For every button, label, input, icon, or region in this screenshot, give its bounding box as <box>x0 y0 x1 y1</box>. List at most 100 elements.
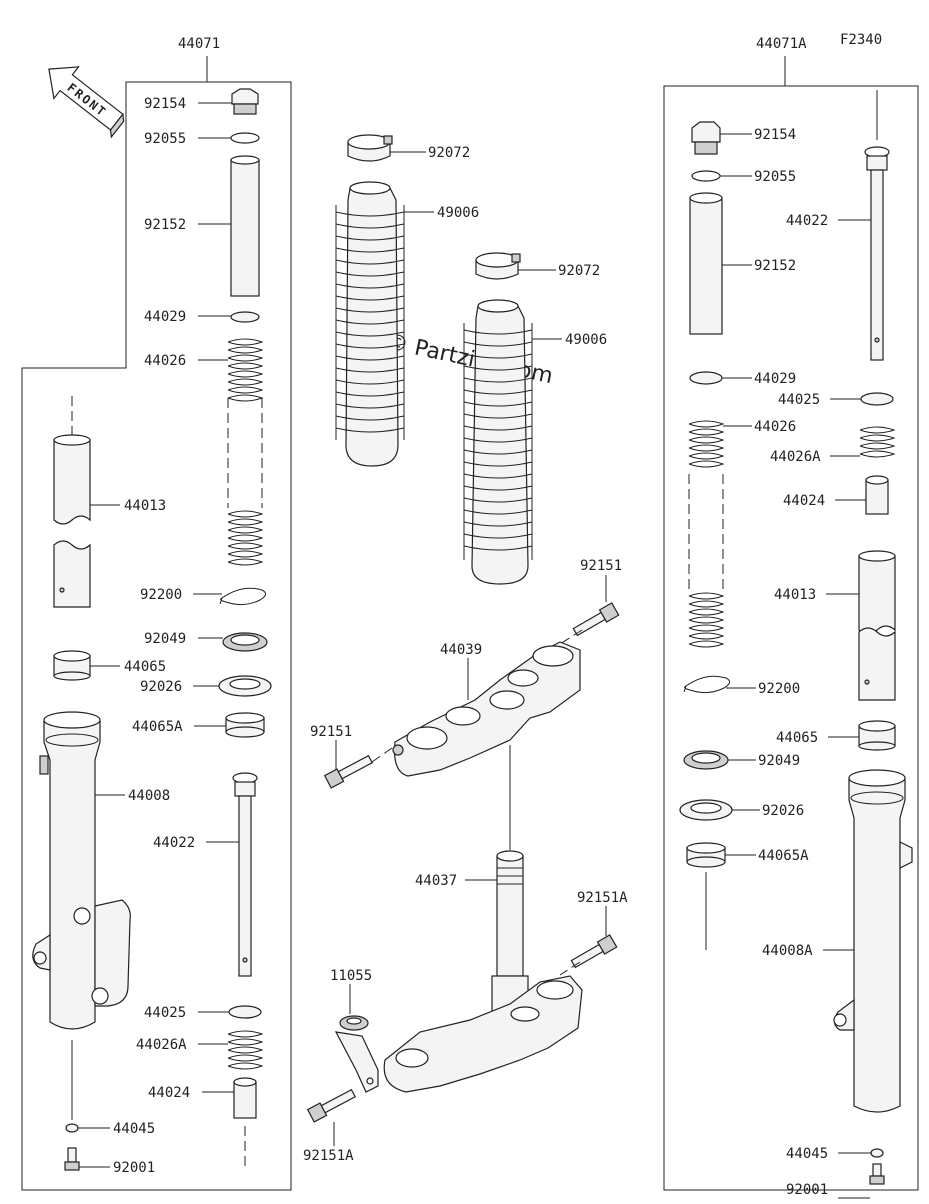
part-label: 92001 <box>113 1160 155 1176</box>
spacer-pipe-icon <box>230 155 260 297</box>
part-label: 44045 <box>786 1146 828 1162</box>
part-label: 44065 <box>124 659 166 675</box>
bushing-small-icon <box>225 712 265 738</box>
washer-icon <box>230 311 260 323</box>
part-label: 92026 <box>140 679 182 695</box>
fork-spring-icon <box>227 338 264 566</box>
right-part-labels: 92154 44022 92055 92152 44029 44025 4402… <box>754 127 828 1198</box>
part-label: 11055 <box>330 968 372 984</box>
part-label: 92072 <box>428 145 470 161</box>
part-label: 92072 <box>558 263 600 279</box>
cylinder-pipe-icon <box>864 90 890 361</box>
part-label: 44022 <box>786 213 828 229</box>
guide-bracket-icon <box>334 1015 379 1093</box>
washer-large-icon <box>218 675 272 697</box>
leader-lines <box>78 102 871 1199</box>
cylinder-pipe-icon <box>232 772 258 977</box>
part-label: 44013 <box>124 498 166 514</box>
fork-boot-icon <box>463 299 533 585</box>
part-label: 44008 <box>128 788 170 804</box>
right-assembly-frame <box>663 56 919 1191</box>
part-label: 44013 <box>774 587 816 603</box>
part-label: 44025 <box>778 392 820 408</box>
part-label: 92049 <box>758 753 800 769</box>
clamp-icon <box>347 134 393 162</box>
part-label: 44026 <box>144 353 186 369</box>
part-label: 92151A <box>577 890 628 906</box>
lower-bracket-icon <box>383 975 583 1093</box>
center-part-labels: 92072 49006 92072 49006 92151 44039 9215… <box>303 145 628 1164</box>
part-label: 44025 <box>144 1005 186 1021</box>
bushing-small-icon <box>686 842 726 868</box>
washer-icon <box>689 371 723 385</box>
assembly-label-right: 44071A <box>756 36 807 52</box>
socket-bolt-icon <box>64 1147 80 1171</box>
bushing-icon <box>858 720 896 751</box>
oil-seal-icon <box>683 750 729 770</box>
part-label: 92049 <box>144 631 186 647</box>
left-part-labels: 92154 92055 92152 44029 44026 44013 9220… <box>113 96 195 1176</box>
part-label: 92151 <box>310 724 352 740</box>
part-label: 92152 <box>144 217 186 233</box>
outer-tube-icon <box>833 769 913 1113</box>
gasket-icon <box>870 1148 884 1158</box>
part-label: 92151A <box>303 1148 354 1164</box>
spring-small-icon <box>859 426 896 458</box>
gasket-icon <box>65 1123 79 1133</box>
clamp-bolt-icon <box>323 754 374 789</box>
outer-tube-icon <box>32 711 131 1030</box>
part-label: 44065A <box>132 719 183 735</box>
part-label: 44026A <box>770 449 821 465</box>
o-ring-icon <box>230 132 260 144</box>
inner-tube-icon <box>858 550 896 701</box>
part-label: 44029 <box>144 309 186 325</box>
oil-lock-piece-icon <box>865 475 889 515</box>
upper-bracket-icon <box>392 641 581 777</box>
diagram-code: F2340 <box>840 32 882 48</box>
cap-bolt-icon <box>691 121 721 155</box>
part-label: 92200 <box>758 681 800 697</box>
part-label: 44008A <box>762 943 813 959</box>
part-label: 44045 <box>113 1121 155 1137</box>
socket-bolt-icon <box>869 1163 885 1185</box>
fork-spring-icon <box>688 420 725 648</box>
part-label: 44065A <box>758 848 809 864</box>
part-label: 92154 <box>754 127 796 143</box>
stem-bolt-icon <box>306 1088 357 1123</box>
fork-boot-icon <box>335 181 405 467</box>
washer-icon <box>860 392 894 406</box>
part-label: 44029 <box>754 371 796 387</box>
part-label: 44022 <box>153 835 195 851</box>
circlip-icon <box>219 587 266 606</box>
part-label: 92026 <box>762 803 804 819</box>
part-label: 92152 <box>754 258 796 274</box>
part-label: 92151 <box>580 558 622 574</box>
clamp-icon <box>475 252 521 280</box>
part-label: 92200 <box>140 587 182 603</box>
part-label: 44039 <box>440 642 482 658</box>
spring-small-icon <box>227 1030 264 1070</box>
oil-lock-piece-icon <box>233 1077 257 1119</box>
circlip-icon <box>683 675 730 694</box>
spacer-pipe-icon <box>689 192 723 335</box>
part-label: 44024 <box>148 1085 190 1101</box>
assembly-label-left: 44071 <box>178 36 220 52</box>
part-label: 44024 <box>783 493 825 509</box>
part-label: 92001 <box>786 1182 828 1198</box>
part-label: 92055 <box>144 131 186 147</box>
part-label: 92154 <box>144 96 186 112</box>
o-ring-icon <box>691 170 721 182</box>
part-label: 44026 <box>754 419 796 435</box>
part-label: 92055 <box>754 169 796 185</box>
washer-icon <box>228 1005 262 1019</box>
washer-large-icon <box>679 799 733 821</box>
part-label: 49006 <box>565 332 607 348</box>
bushing-icon <box>53 650 91 681</box>
front-arrow-icon: FRONT <box>48 66 125 139</box>
inner-tube-icon <box>53 396 91 608</box>
part-label: 44026A <box>136 1037 187 1053</box>
clamp-bolt-icon <box>572 602 620 637</box>
part-label: 49006 <box>437 205 479 221</box>
oil-seal-icon <box>222 632 268 652</box>
